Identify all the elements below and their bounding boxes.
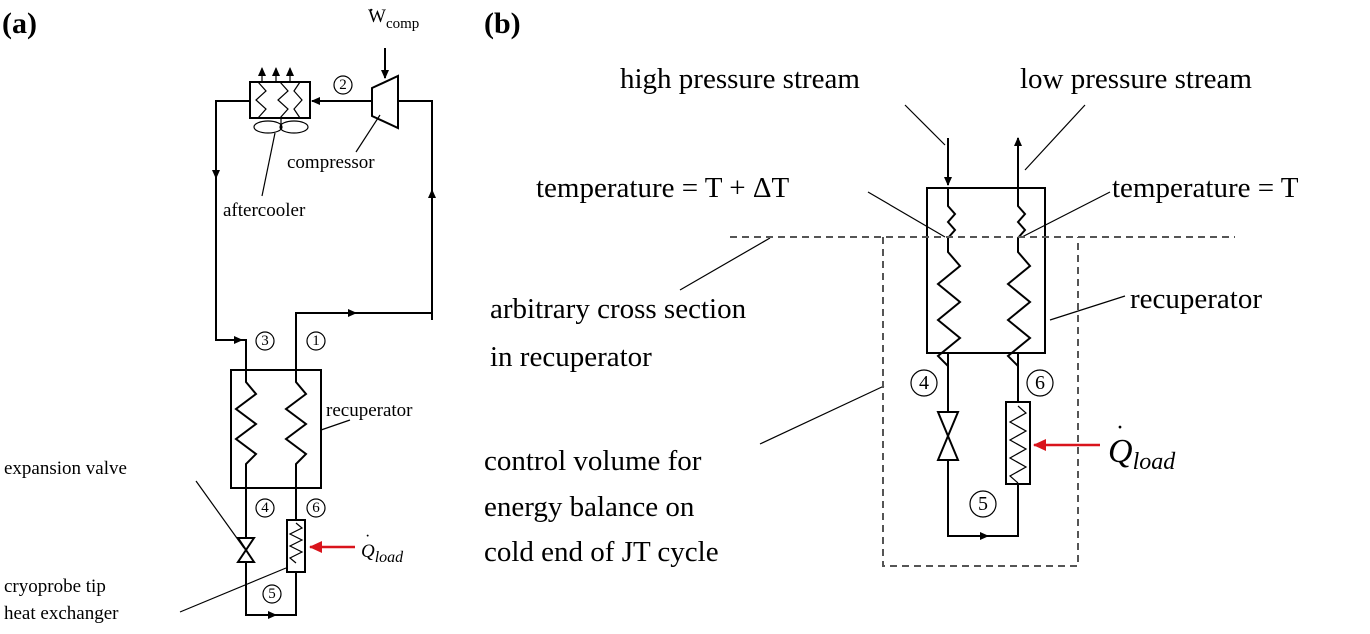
control-volume-label-line2: energy balance on (484, 491, 695, 523)
low-pressure-label: low pressure stream (1020, 63, 1252, 95)
recuperator-b (926, 187, 1046, 398)
cross-section-label-line2: in recuperator (490, 341, 652, 373)
load-label-b: Qload (1108, 433, 1176, 475)
line-state-1 (295, 312, 432, 370)
state-marker-a-5: 5 (262, 584, 282, 604)
expansion-valve-label: expansion valve (4, 458, 127, 479)
svg-text:2: 2 (339, 77, 347, 93)
svg-text:3: 3 (261, 333, 269, 349)
recuperator-b-label: recuperator (1130, 283, 1262, 315)
recuperator-a (230, 369, 322, 489)
aftercooler-label: aftercooler (223, 200, 306, 221)
svg-text:·: · (1116, 415, 1124, 441)
expansion-valve-b-symbol (936, 411, 960, 461)
state-marker-a-1: 1 (306, 331, 326, 351)
recuperator-a-label: recuperator (326, 400, 413, 421)
svg-text:5: 5 (268, 586, 276, 602)
state-marker-a-2: 2 (333, 75, 353, 95)
tip-hx-label-line2: heat exchanger (4, 603, 119, 624)
line-aftercooler-to-recuperator (215, 100, 250, 370)
state-marker-a-3: 3 (255, 331, 275, 351)
svg-text:5: 5 (978, 493, 988, 515)
tip-heat-exchanger-b-symbol (1005, 401, 1031, 485)
tip-heat-exchanger-symbol (286, 519, 306, 573)
svg-text:4: 4 (261, 500, 269, 516)
svg-text:·: · (365, 528, 370, 545)
state-marker-a-4: 4 (255, 498, 275, 518)
panel-b-label: (b) (484, 7, 521, 40)
svg-text:·: · (368, 0, 374, 21)
compressor-label: compressor (287, 152, 375, 173)
compressor-work-symbol: Wcomp (368, 6, 419, 32)
panel-a: (a) Wcomp · compressor (2, 0, 436, 624)
load-label-a: Qload (361, 541, 404, 566)
high-pressure-label: high pressure stream (620, 63, 860, 95)
svg-text:6: 6 (312, 500, 320, 516)
svg-text:6: 6 (1035, 372, 1045, 394)
state-marker-a-6: 6 (306, 498, 326, 518)
control-volume-label-line1: control volume for (484, 445, 702, 477)
cross-section-label-line1: arbitrary cross section (490, 293, 747, 325)
panel-b: (b) high pressure stream low pressure st… (484, 7, 1299, 568)
control-volume-label-line3: cold end of JT cycle (484, 536, 719, 568)
state-marker-b-4: 4 (910, 369, 938, 397)
aftercooler-symbol (249, 67, 311, 134)
temp-cold-label: temperature = T (1112, 172, 1299, 204)
temp-hot-label: temperature = T + ΔT (536, 172, 789, 204)
svg-text:1: 1 (312, 333, 320, 349)
state-marker-b-6: 6 (1026, 369, 1054, 397)
tip-hx-label-line1: cryoprobe tip (4, 576, 106, 597)
compressor-symbol (371, 48, 399, 130)
control-volume-box (882, 237, 1079, 567)
state-marker-b-5: 5 (969, 490, 997, 518)
panel-a-label: (a) (2, 7, 37, 40)
line-return-to-compressor (398, 100, 433, 320)
svg-text:4: 4 (919, 372, 929, 394)
expansion-valve-symbol (236, 537, 256, 563)
